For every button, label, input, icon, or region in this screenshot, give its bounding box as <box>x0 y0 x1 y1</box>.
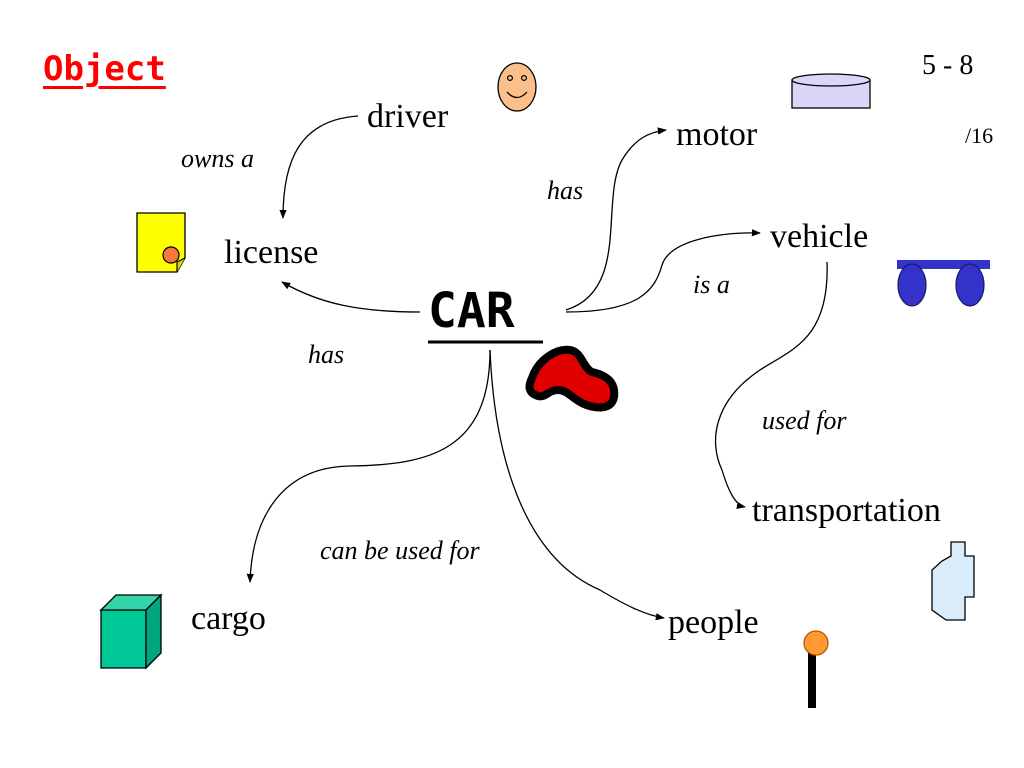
page-title: Object <box>43 49 166 89</box>
page-total: /16 <box>965 123 994 148</box>
edge-label-is-a: is a <box>693 270 730 299</box>
document-icon <box>136 212 186 273</box>
node-vehicle: vehicle <box>770 218 869 255</box>
edge-vehicle-transportation <box>714 261 828 509</box>
person-pin-icon <box>803 630 829 708</box>
cargo-box-icon <box>99 593 163 670</box>
edge-car-license <box>281 281 421 313</box>
edge-label-has-license: has <box>308 340 345 369</box>
car-blob-icon <box>525 345 619 412</box>
edge-label-used-for: used for <box>762 406 847 435</box>
vehicle-wheels-icon <box>897 260 990 307</box>
edge-label-can-be-used-for: can be used for <box>320 536 480 565</box>
edge-car-people <box>489 349 665 621</box>
node-people: people <box>668 604 759 641</box>
edge-driver-license <box>279 115 359 219</box>
node-motor: motor <box>676 116 758 153</box>
edge-label-owns-a: owns a <box>181 144 254 173</box>
node-license: license <box>224 234 319 271</box>
cross-shape-icon <box>931 541 975 621</box>
edge-car-cargo <box>246 349 491 583</box>
center-concept-car: CAR <box>428 283 515 339</box>
page-number: 5 - 8 <box>922 50 974 81</box>
edge-car-vehicle <box>565 229 761 313</box>
edge-label-has-motor: has <box>547 176 584 205</box>
node-driver: driver <box>367 98 449 135</box>
node-cargo: cargo <box>191 600 266 637</box>
node-transportation: transportation <box>752 492 941 529</box>
smiley-face-icon <box>497 62 537 112</box>
motor-cylinder-icon <box>791 73 871 109</box>
edge-car-motor <box>565 127 667 311</box>
